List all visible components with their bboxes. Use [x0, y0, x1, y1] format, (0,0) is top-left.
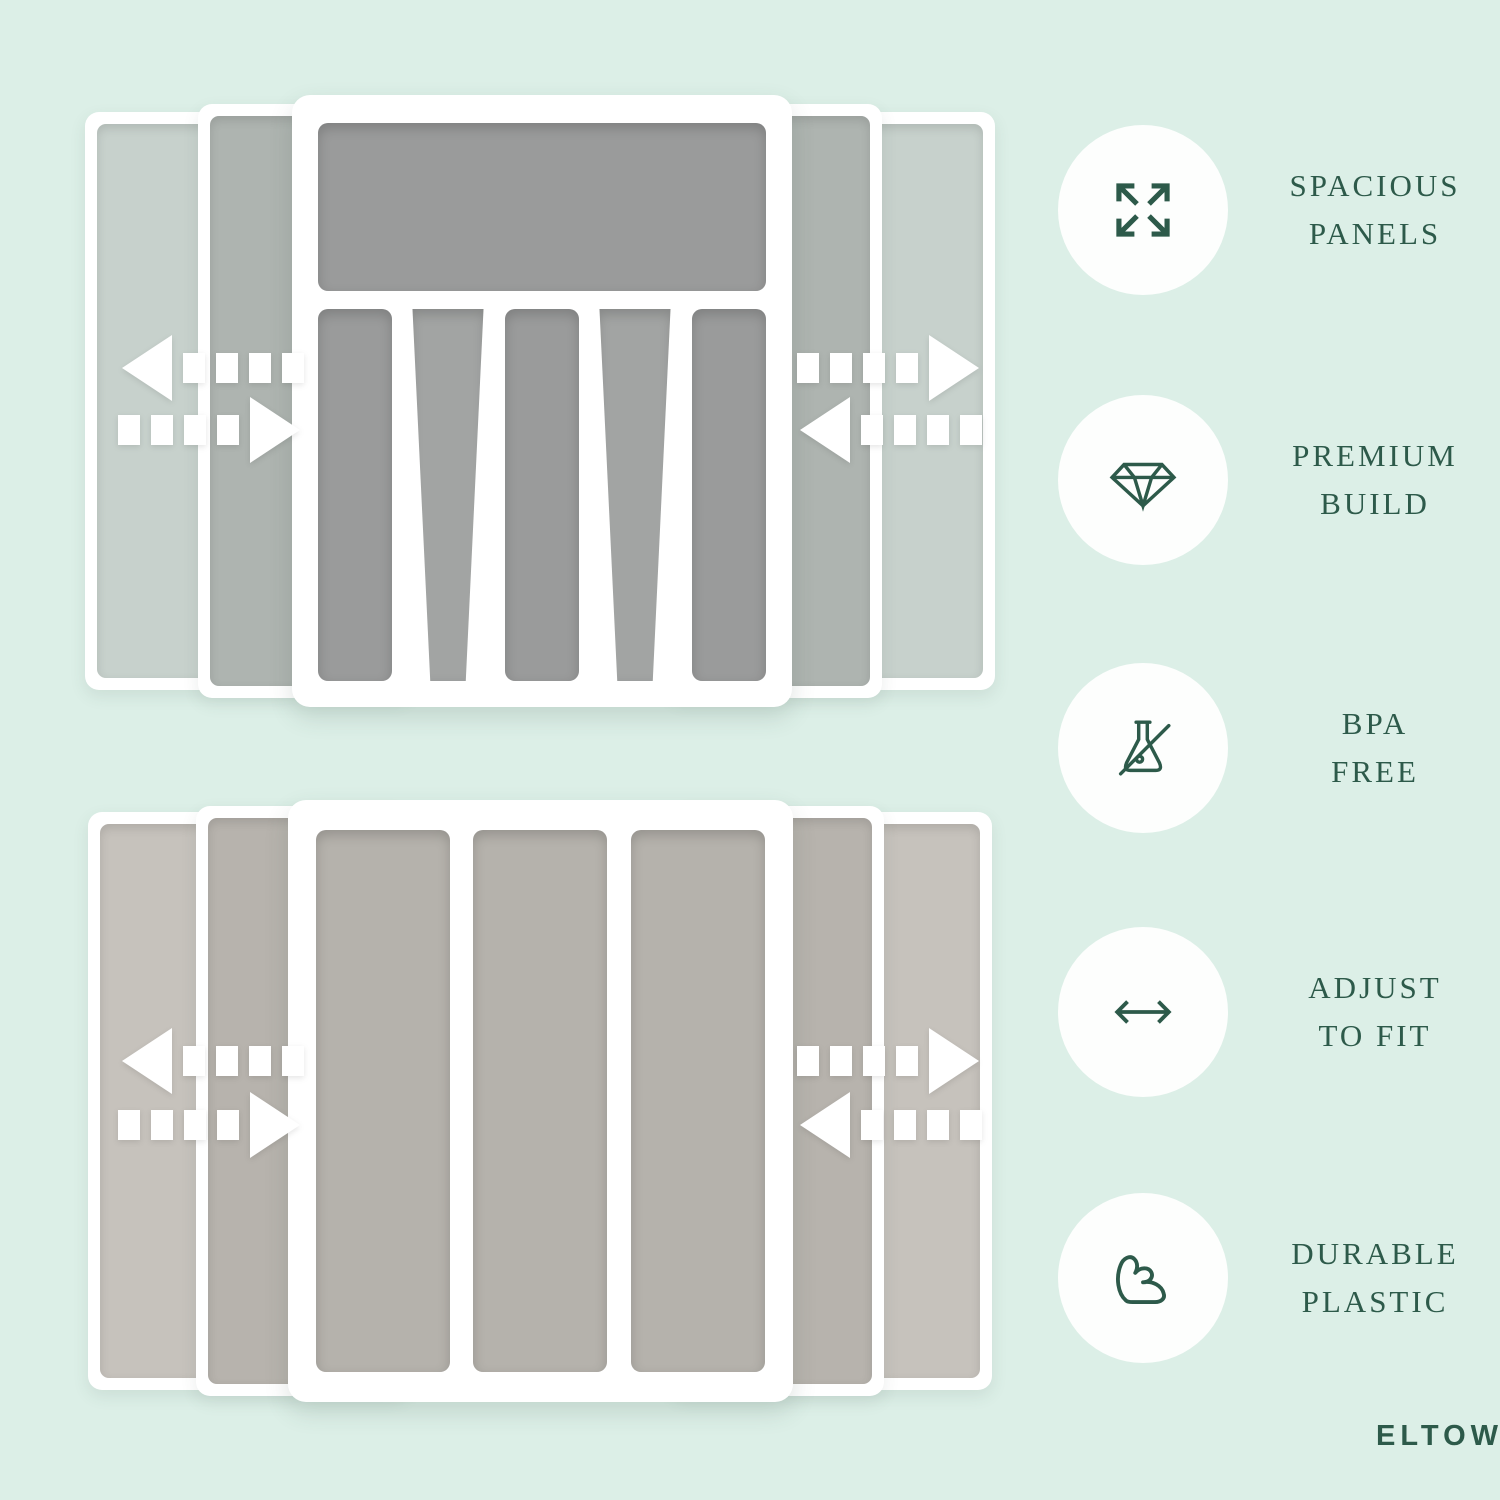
feature-label-line: ADJUST	[1308, 969, 1442, 1005]
feature-label-line: PANELS	[1308, 216, 1442, 251]
expand-arrow-right-icon	[797, 1028, 979, 1094]
tray-slot	[473, 830, 607, 1372]
feature-adjust-to-fit: ADJUST TO FIT	[1058, 927, 1488, 1097]
feature-spacious-panels: SPACIOUS PANELS	[1058, 125, 1488, 295]
feature-badge	[1058, 1193, 1228, 1363]
expand-arrow-left-icon	[122, 335, 304, 401]
expand-arrow-left-icon	[800, 1092, 982, 1158]
horizontal-arrows-icon	[1114, 1000, 1172, 1024]
expand-arrow-left-icon	[122, 1028, 304, 1094]
feature-label: ADJUST TO FIT	[1262, 964, 1488, 1060]
tray-slot	[318, 309, 392, 681]
expand-arrow-right-icon	[118, 1092, 300, 1158]
diamond-icon	[1109, 462, 1177, 512]
tray-slot	[692, 309, 766, 681]
tray-slot	[599, 309, 671, 681]
tray-slot	[412, 309, 484, 681]
utensil-tray-body	[288, 800, 793, 1402]
feature-label-line: FREE	[1331, 754, 1419, 789]
expand-arrow-right-icon	[797, 335, 979, 401]
expand-arrows-icon	[1116, 183, 1170, 237]
feature-label: DURABLE PLASTIC	[1262, 1230, 1488, 1326]
muscle-arm-icon	[1116, 1255, 1166, 1305]
feature-bpa-free: BPA FREE	[1058, 663, 1488, 833]
tray-slot	[505, 309, 579, 681]
feature-label-line: SPACIOUS	[1289, 167, 1461, 203]
no-bpa-flask-icon	[1118, 720, 1171, 776]
feature-badge	[1058, 927, 1228, 1097]
feature-premium-build: PREMIUM BUILD	[1058, 395, 1488, 565]
feature-label: PREMIUM BUILD	[1262, 432, 1488, 528]
feature-label: BPA FREE	[1262, 700, 1488, 796]
tray-top-compartment	[318, 123, 766, 291]
tray-slot	[316, 830, 450, 1372]
expand-arrow-left-icon	[800, 397, 982, 463]
feature-durable-plastic: DURABLE PLASTIC	[1058, 1193, 1488, 1363]
feature-label-line: PLASTIC	[1301, 1284, 1449, 1319]
feature-label-line: BUILD	[1320, 486, 1430, 521]
feature-label-line: BPA	[1341, 705, 1409, 741]
feature-badge	[1058, 663, 1228, 833]
feature-label: SPACIOUS PANELS	[1262, 162, 1488, 258]
expand-arrow-right-icon	[118, 397, 300, 463]
feature-badge	[1058, 395, 1228, 565]
feature-badge	[1058, 125, 1228, 295]
brand-logo: ELTOW	[1376, 1420, 1500, 1452]
feature-label-line: PREMIUM	[1292, 437, 1458, 473]
tray-slot	[631, 830, 765, 1372]
feature-label-line: DURABLE	[1291, 1235, 1459, 1271]
cutlery-tray-body	[292, 95, 792, 707]
feature-label-line: TO FIT	[1318, 1018, 1432, 1053]
